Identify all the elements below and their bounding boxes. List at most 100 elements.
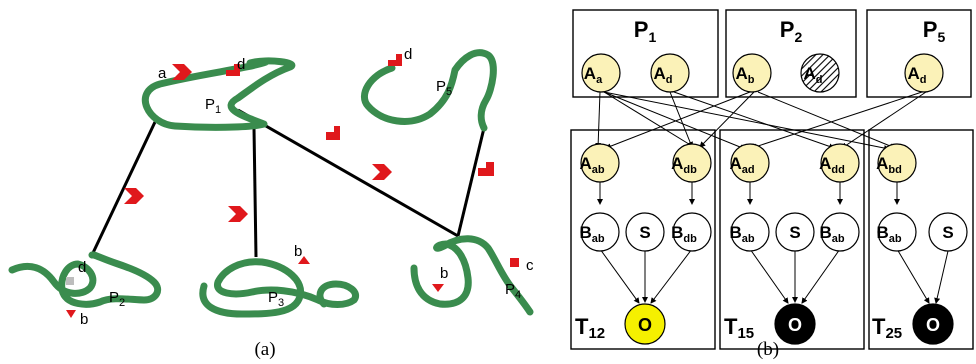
node-t12-b-db <box>672 212 712 252</box>
region-label-p2: P2 <box>109 289 125 309</box>
box-t12 <box>570 129 716 350</box>
node-p1-a-a <box>581 53 621 93</box>
marker-letter-d-p5: d <box>404 46 412 63</box>
svg-text:Ad: Ad <box>907 64 926 86</box>
svg-text:Aa: Aa <box>584 64 603 86</box>
pair-nodes: Aab Adb Aad Add Abd <box>579 143 917 183</box>
node-t25-s <box>928 212 968 252</box>
marker-letter-b-p3: b <box>294 243 302 260</box>
node-t12-a-db <box>672 143 712 183</box>
svg-text:Bab: Bab <box>819 223 844 245</box>
box-title-p1: P1 <box>634 17 657 45</box>
node-t12-b-ab <box>580 212 620 252</box>
stroke-p4 <box>410 235 534 316</box>
svg-text:Abd: Abd <box>876 154 902 176</box>
marker-chevron-edge1 <box>124 188 144 204</box>
marker-letter-b-p4: b <box>440 265 448 282</box>
dependency-arrows <box>595 91 927 151</box>
caption-a: (a) <box>254 339 275 360</box>
svg-text:S: S <box>942 223 953 242</box>
edge-p5-p4 <box>456 127 486 237</box>
region-strokes <box>8 49 534 318</box>
region-label-p5: P5 <box>436 78 452 98</box>
region-labels: P1 P2 P3 P4 P5 <box>109 78 521 309</box>
svg-text:O: O <box>926 315 940 335</box>
svg-text:Aad: Aad <box>729 154 754 176</box>
box-title-p5: P5 <box>923 17 946 45</box>
node-p5-a-d <box>904 53 944 93</box>
caption-b: (b) <box>757 339 779 360</box>
marker-gray-p2 <box>66 277 74 285</box>
node-t12-output <box>624 303 666 345</box>
node-t25-output <box>912 303 954 345</box>
inner-arrows <box>597 181 949 304</box>
node-t25-a-bd <box>877 143 917 183</box>
marker-corner-edge1 <box>326 126 340 140</box>
box-p2 <box>725 9 857 98</box>
svg-text:Ad: Ad <box>653 64 672 86</box>
svg-text:Ab: Ab <box>735 64 754 86</box>
node-p2-a-d-hatched <box>800 53 840 93</box>
svg-text:Bdb: Bdb <box>671 223 697 245</box>
box-title-p2: P2 <box>780 17 803 45</box>
marker-triangle-p3 <box>298 256 310 264</box>
stroke-p2 <box>8 251 162 308</box>
node-t15-a-dd <box>820 143 860 183</box>
marker-triangle-p4 <box>432 284 444 292</box>
marker-letter-b-p2: b <box>80 311 88 328</box>
box-label-t25: T25 <box>872 314 902 342</box>
svg-text:Bab: Bab <box>729 223 754 245</box>
stroke-p3 <box>199 258 359 318</box>
box-t25 <box>868 129 974 350</box>
marker-corner-p5 <box>388 54 402 66</box>
output-nodes: O O O <box>624 303 954 345</box>
left-diagram: P1 P2 P3 P4 P5 a d d d b b b c (a) <box>8 46 534 360</box>
node-t12-a-ab <box>580 143 620 183</box>
svg-text:S: S <box>789 223 800 242</box>
node-t12-s <box>625 212 665 252</box>
box-label-t12: T12 <box>575 314 605 342</box>
marker-letter-c-p4: c <box>526 257 534 274</box>
marker-corner-edge2 <box>478 162 494 176</box>
right-diagram: P1 P2 P5 <box>570 9 974 360</box>
marker-letters: a d d d b b b c <box>78 46 534 328</box>
node-t15-b-ab <box>730 212 770 252</box>
b-s-nodes: Bab S Bdb Bab S Bab Bab S <box>579 212 968 252</box>
marker-letter-a: a <box>158 65 167 82</box>
svg-text:S: S <box>639 223 650 242</box>
node-t15-b-ab-2 <box>820 212 860 252</box>
svg-text:O: O <box>788 315 802 335</box>
region-label-p1: P1 <box>205 96 221 116</box>
region-label-p3: P3 <box>268 289 284 309</box>
svg-text:Bab: Bab <box>579 223 604 245</box>
stroke-p5 <box>360 49 497 132</box>
node-p2-a-b <box>732 53 772 93</box>
edge-p1-p2 <box>90 121 157 256</box>
marker-triangle-p2 <box>66 310 76 318</box>
node-t15-a-ad <box>730 143 770 183</box>
markers <box>66 54 519 318</box>
svg-text:Bab: Bab <box>876 223 901 245</box>
node-t25-b-ab <box>877 212 917 252</box>
region-label-p4: P4 <box>505 281 521 301</box>
svg-text:Aab: Aab <box>579 154 604 176</box>
box-label-t15: T15 <box>724 314 754 342</box>
marker-square-p4 <box>510 258 519 267</box>
svg-text:Adb: Adb <box>671 154 697 176</box>
marker-chevron-p1 <box>172 64 192 80</box>
node-t15-s <box>775 212 815 252</box>
svg-text:Add: Add <box>819 154 845 176</box>
top-nodes: Aa Ad Ab Ad Ad <box>581 53 944 93</box>
edge-p1-p3 <box>252 127 258 258</box>
marker-corner-p1 <box>226 64 240 76</box>
box-p1 <box>572 9 719 98</box>
node-t15-output <box>774 303 816 345</box>
marker-chevron-edge3 <box>372 164 392 180</box>
marker-chevron-edge2 <box>228 206 248 222</box>
svg-text:Ad: Ad <box>803 64 822 86</box>
marker-letter-d-p2: d <box>78 259 86 276</box>
marker-letter-d-p1: d <box>237 56 245 73</box>
stroke-p1 <box>141 57 296 131</box>
svg-text:O: O <box>638 315 652 335</box>
